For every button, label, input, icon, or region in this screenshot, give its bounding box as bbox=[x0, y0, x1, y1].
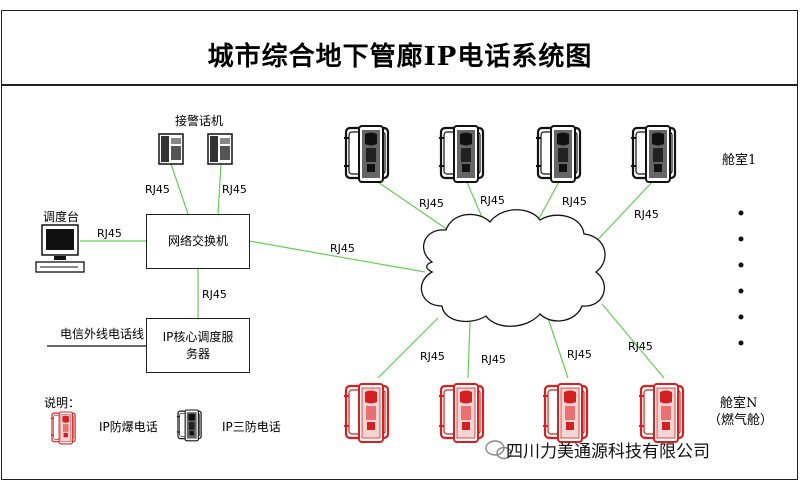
rj45-cabin1-2: RJ45 bbox=[480, 194, 505, 207]
rj45-cabinN-1: RJ45 bbox=[420, 350, 445, 363]
chamberN-label: 舱室N bbox=[720, 396, 758, 411]
cabin1-phone-2-icon bbox=[437, 124, 485, 184]
alarm-phone-label: 接警话机 bbox=[175, 114, 224, 128]
legend-three-proof-label: IP三防电话 bbox=[222, 420, 281, 434]
rj45-cabin1-1: RJ45 bbox=[419, 197, 444, 210]
link-cabinN-2 bbox=[467, 321, 471, 379]
rj45-cabinN-4: RJ45 bbox=[628, 340, 653, 353]
core-dispatch-server-box: IP核心调度服务器 bbox=[146, 318, 250, 373]
link-cabinN-4 bbox=[601, 303, 665, 379]
rj45-cabin1-3: RJ45 bbox=[562, 195, 587, 208]
rj45-cabin1-4: RJ45 bbox=[634, 208, 659, 221]
cabinN-phone-2-icon bbox=[437, 382, 485, 444]
link-cabinN-3 bbox=[547, 317, 569, 379]
link-cabin1-4 bbox=[589, 179, 655, 249]
cabin1-phone-4-icon bbox=[629, 124, 677, 184]
dispatch-label: 调度台 bbox=[43, 210, 80, 224]
cabinN-phone-1-icon bbox=[342, 382, 390, 444]
cabin1-phone-3-icon bbox=[534, 124, 582, 184]
company-watermark: 四川力美通源科技有限公司 bbox=[506, 442, 710, 462]
link-cabin1-3 bbox=[535, 179, 561, 225]
wechat-icon bbox=[485, 440, 512, 460]
link-cabinN-1 bbox=[377, 317, 439, 379]
dispatch-computer-icon bbox=[35, 224, 85, 273]
rj45-alarm-1: RJ45 bbox=[145, 183, 170, 196]
telecom-line-label: 电信外线电话线 bbox=[60, 327, 145, 341]
rj45-switch-cloud: RJ45 bbox=[330, 242, 355, 255]
alarm-phone-2-icon bbox=[207, 133, 233, 165]
cabin1-phone-1-icon bbox=[342, 124, 390, 184]
link-alarm-phone-1 bbox=[170, 163, 189, 215]
link-cabin1-1 bbox=[374, 179, 449, 231]
more-cabins-dots bbox=[738, 210, 744, 346]
rj45-server: RJ45 bbox=[202, 288, 227, 301]
alarm-phone-1-icon bbox=[158, 133, 184, 165]
rj45-alarm-2: RJ45 bbox=[222, 183, 247, 196]
cabinN-phone-4-icon bbox=[637, 382, 685, 444]
legend-heading: 说明： bbox=[44, 396, 81, 410]
diagram-frame bbox=[1, 10, 798, 480]
link-switch-cloud bbox=[248, 240, 426, 273]
legend-three-proof-icon bbox=[176, 409, 202, 442]
chamberN-sublabel: （燃气舱） bbox=[708, 413, 774, 428]
network-switch-box: 网络交换机 bbox=[146, 214, 250, 269]
cabinN-phone-3-icon bbox=[541, 382, 589, 444]
rj45-cabinN-2: RJ45 bbox=[481, 353, 506, 366]
rj45-dispatch: RJ45 bbox=[97, 227, 122, 240]
link-alarm-phone-2 bbox=[217, 163, 222, 215]
network-cloud bbox=[420, 209, 606, 327]
chamber1-label: 舱室1 bbox=[722, 153, 757, 168]
legend-explosion-proof-label: IP防爆电话 bbox=[99, 420, 158, 434]
legend-explosion-proof-icon bbox=[50, 411, 76, 445]
page-title: 城市综合地下管廊IP电话系统图 bbox=[207, 42, 593, 72]
rj45-cabinN-3: RJ45 bbox=[567, 348, 592, 361]
